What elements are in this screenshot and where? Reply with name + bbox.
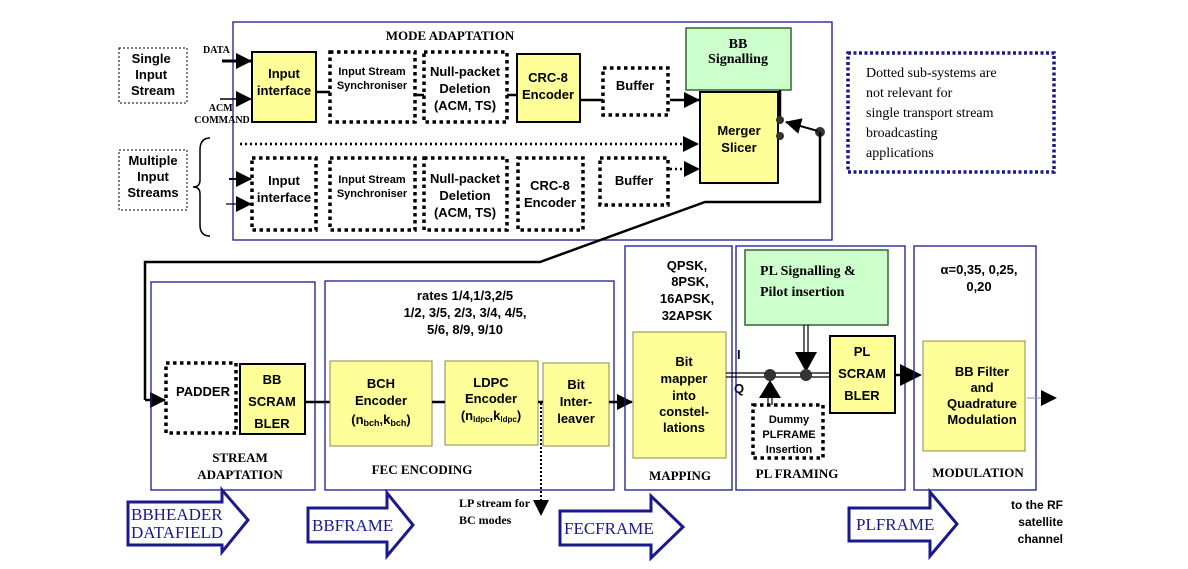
- single-input-stream-box: [118, 47, 188, 104]
- null-packet-deletion-2-block: [422, 156, 509, 232]
- bbframe-arrow: [306, 488, 415, 561]
- rolloff-text: α=0,35, 0,25,0,20: [940, 262, 1017, 294]
- bch-encoder-block: [329, 360, 433, 447]
- fecframe-label: FECFRAME: [564, 519, 654, 538]
- mapping-frame: [624, 245, 733, 491]
- pl-framing-title: PL FRAMING: [756, 466, 839, 481]
- modulation-frame: [913, 245, 1037, 491]
- stream-adaptation-frame: [150, 281, 316, 491]
- fecframe-arrow: [558, 492, 686, 562]
- modulation-types: QPSK,8PSK,16APSK,32APSK: [660, 258, 714, 323]
- buffer-2-label: Buffer: [615, 173, 653, 188]
- acm-command-label: ACM COMMAND: [194, 103, 250, 126]
- bb-signalling-block: [685, 27, 792, 91]
- null-packet-deletion-block: [422, 50, 509, 124]
- buffer-label: Buffer: [616, 78, 654, 93]
- crc8-encoder-2-block: [516, 156, 585, 232]
- plframe-arrow: [847, 487, 959, 561]
- padder-block: [164, 361, 238, 435]
- mapping-title: MAPPING: [649, 468, 711, 483]
- bb-scrambler-block: [239, 363, 306, 435]
- bit-interleaver-block: [542, 362, 610, 447]
- dummy-plframe-block: [751, 403, 825, 460]
- buffer-block: [601, 66, 670, 117]
- merger-slicer-block: [699, 91, 779, 184]
- bb-filter-block: [922, 340, 1026, 452]
- data-label: DATA: [203, 45, 231, 56]
- pl-signalling-label: PL Signalling &Pilot insertion: [760, 264, 856, 300]
- fec-encoding-frame: [324, 280, 615, 491]
- buffer-2-block: [598, 156, 670, 207]
- ldpc-encoder-block: [444, 360, 539, 446]
- input-interface-2-block: [250, 156, 318, 232]
- note-box: [846, 51, 1056, 174]
- modulation-title: MODULATION: [932, 465, 1024, 480]
- input-stream-synchroniser-block: [328, 50, 417, 124]
- bbframe-label: BBFRAME: [312, 516, 393, 535]
- multiple-input-streams-box: [118, 149, 188, 211]
- pl-signalling-block: [744, 249, 889, 326]
- fec-encoding-title: FEC ENCODING: [372, 462, 473, 477]
- single-input-stream-label: Single Input Stream: [131, 51, 175, 98]
- mode-adaptation-title: MODE ADAPTATION: [386, 28, 515, 43]
- pl-scrambler-block: [829, 335, 896, 414]
- mode-adaptation-frame: [232, 21, 833, 241]
- mode-adaptation-section: MODE ADAPTATION Single Input Stream DATA…: [118, 21, 833, 408]
- bit-mapper-block: [632, 331, 727, 459]
- padder-label: PADDER: [176, 384, 231, 399]
- input-interface-block: [251, 51, 317, 123]
- input-stream-synchroniser-2-block: [328, 156, 417, 232]
- plframe-label: PLFRAME: [856, 515, 934, 534]
- crc8-encoder-block: [516, 53, 581, 123]
- q-label: Q: [734, 381, 744, 396]
- brace: [192, 137, 211, 237]
- bbheader-datafield-arrow: [126, 485, 250, 557]
- i-label: I: [737, 347, 741, 362]
